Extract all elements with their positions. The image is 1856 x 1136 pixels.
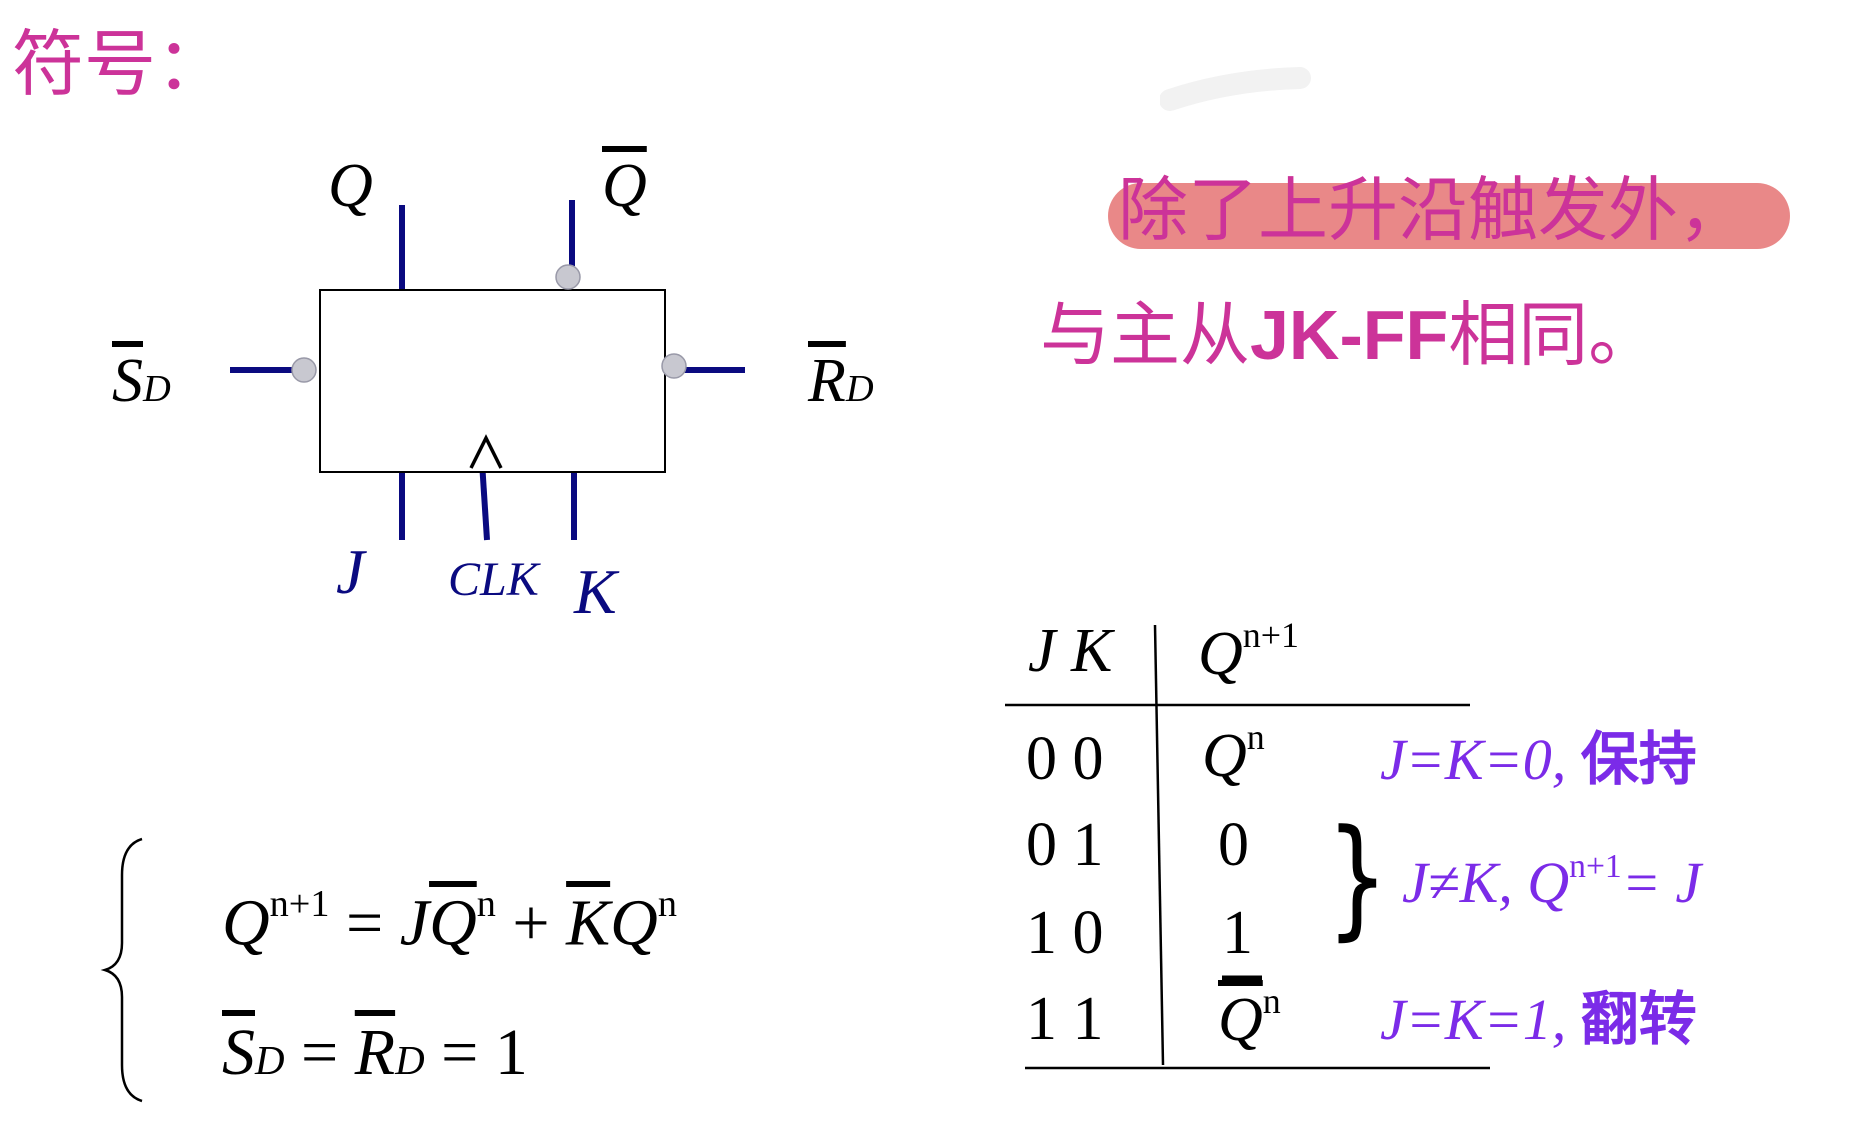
tt-row-3-jk: 1 0	[1026, 899, 1104, 967]
tt-header-q: Qn+1	[1198, 615, 1300, 688]
tt-header-jk: J K	[1028, 617, 1113, 685]
tt-row-4-q: Qn	[1218, 981, 1281, 1054]
tt-row-2-jk: 0 1	[1026, 811, 1104, 879]
label-q: Q	[328, 152, 373, 220]
equation-line-2: SD = RD = 1	[222, 1016, 528, 1089]
ff-body	[319, 289, 666, 473]
rd-bubble-icon	[661, 353, 687, 379]
label-k: K	[574, 556, 617, 627]
note-line-1-text: 除了上升沿触发外，	[1118, 169, 1748, 251]
equation-line-1: Qn+1 = JQn + KQn	[222, 883, 677, 960]
faint-stroke	[1160, 67, 1311, 111]
annotation-set: J≠K, Qn+1= J	[1402, 848, 1702, 916]
equation-brace-icon	[100, 837, 143, 1103]
sd-bubble-icon	[291, 357, 317, 383]
label-rd: RD	[808, 347, 874, 415]
annotation-toggle: J=K=1, 翻转	[1380, 985, 1697, 1053]
tt-row-3-q: 1	[1222, 899, 1253, 967]
note-line-2: 与主从JK-FF相同。	[1040, 294, 1659, 376]
tt-row-1-jk: 0 0	[1026, 725, 1104, 793]
label-clk: CLK	[448, 553, 539, 606]
group-brace-icon: }	[1326, 801, 1389, 953]
label-j: J	[336, 536, 365, 607]
page-title: 符号：	[12, 22, 229, 106]
clock-edge-icon	[469, 434, 503, 469]
tt-row-4-jk: 1 1	[1026, 985, 1104, 1053]
qbar-bubble-icon	[555, 264, 581, 290]
label-qbar: Q	[602, 152, 647, 220]
pin-clk-line	[479, 461, 490, 541]
tt-row-1-q: Qn	[1202, 717, 1265, 790]
jk-ff-symbol	[230, 200, 745, 541]
note-line-1: 除了上升沿触发外，	[1108, 175, 1790, 249]
annotation-hold: J=K=0, 保持	[1380, 725, 1697, 793]
tt-row-2-q: 0	[1218, 811, 1249, 879]
label-sd: SD	[112, 347, 171, 415]
